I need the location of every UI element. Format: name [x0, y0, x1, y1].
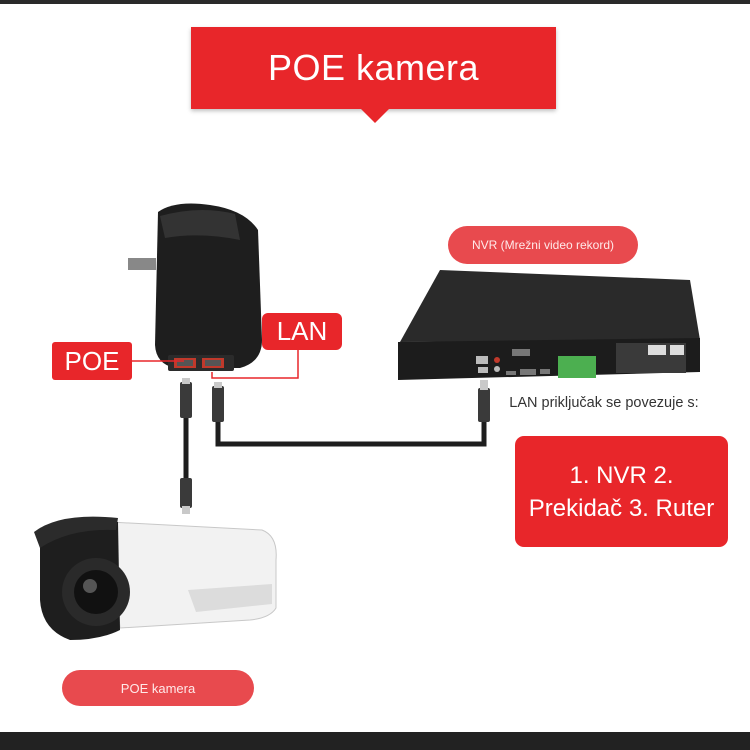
poe-port-label: POE: [52, 342, 132, 380]
lan-pointer-line: [211, 350, 299, 379]
connection-options-box: 1. NVR 2. Prekidač 3. Ruter: [515, 436, 728, 547]
nvr-label: NVR (Mrežni video rekord): [448, 226, 638, 264]
lan-connection-note: LAN priključak se povezuje s:: [509, 395, 699, 411]
lan-port-label: LAN: [262, 313, 342, 350]
bullet-camera-icon: [34, 516, 277, 640]
title-pointer: [361, 109, 389, 123]
camera-label: POE kamera: [62, 670, 254, 706]
adapter-prong: [128, 258, 156, 270]
title-banner: POE kamera: [191, 27, 556, 123]
connection-options-text: 1. NVR 2. Prekidač 3. Ruter: [528, 461, 715, 522]
top-frame-border: [0, 0, 750, 4]
poe-adapter-icon: [128, 203, 262, 371]
ethernet-cable-icon: [180, 378, 192, 514]
bottom-frame-border: [0, 732, 750, 750]
lan-cable: [212, 380, 490, 447]
nvr-recorder-icon: [398, 270, 700, 380]
page-title: POE kamera: [267, 47, 480, 88]
